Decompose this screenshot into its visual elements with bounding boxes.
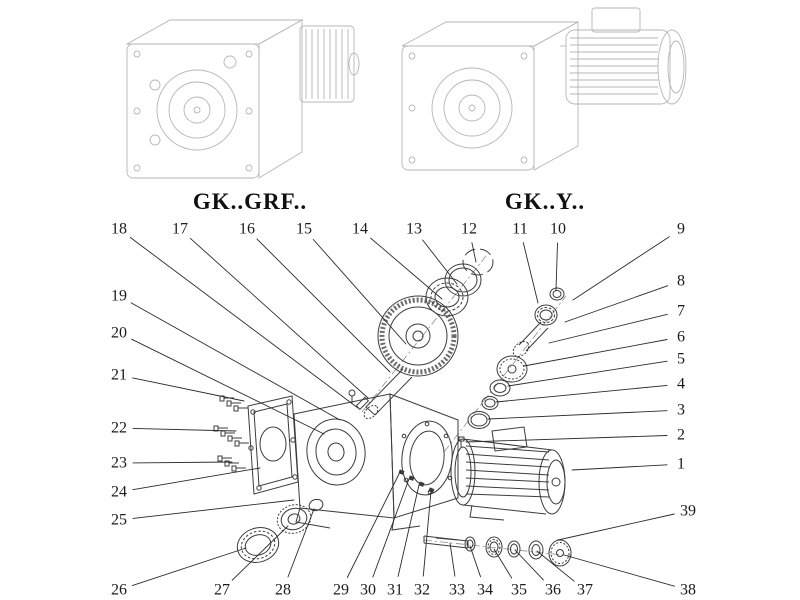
leader-line-12 [471, 242, 477, 263]
flange-fasteners [398, 469, 435, 493]
exploded-view [213, 248, 573, 567]
callout-28: 28 [275, 582, 291, 599]
leader-line-24 [132, 467, 261, 491]
leader-line-4 [495, 384, 668, 403]
output-shaft-parts [423, 535, 572, 567]
callout-4: 4 [677, 376, 685, 393]
leader-line-1 [571, 464, 668, 471]
leader-line-7 [548, 313, 668, 344]
leader-line-33 [449, 542, 456, 577]
callout-10: 10 [550, 221, 566, 238]
leader-line-30 [372, 478, 410, 578]
leader-line-9 [572, 236, 670, 301]
figure-title-grf: GK..GRF.. [192, 189, 308, 214]
callout-17: 17 [172, 221, 188, 238]
callout-18: 18 [111, 221, 127, 238]
leader-line-10 [555, 242, 558, 291]
callout-22: 22 [111, 420, 127, 437]
leader-line-8 [564, 285, 669, 323]
leader-line-2 [465, 435, 668, 443]
callout-1: 1 [677, 456, 685, 473]
figure-title-y: GK..Y.. [504, 189, 586, 214]
axis-lines [361, 255, 573, 557]
callout-25: 25 [111, 512, 127, 529]
callout-37: 37 [577, 582, 593, 599]
callout-20: 20 [111, 325, 127, 342]
callout-5: 5 [677, 351, 685, 368]
callout-6: 6 [677, 329, 685, 346]
large-gear-shaft [355, 295, 459, 420]
leader-line-38 [563, 554, 675, 587]
callout-32: 32 [414, 582, 430, 599]
leader-line-5 [507, 360, 668, 387]
input-shaft-parts [467, 287, 565, 429]
leader-line-19 [130, 302, 341, 421]
callout-16: 16 [239, 221, 255, 238]
callout-34: 34 [477, 582, 493, 599]
callout-9: 9 [677, 221, 685, 238]
callout-12: 12 [461, 221, 477, 238]
bottom-left-rings [236, 498, 324, 563]
callout-15: 15 [296, 221, 312, 238]
callout-29: 29 [333, 582, 349, 599]
gear-bearing-stack [425, 248, 494, 317]
leader-line-29 [346, 473, 400, 578]
callout-38: 38 [680, 582, 696, 599]
leader-line-3 [487, 410, 668, 420]
callout-36: 36 [545, 582, 561, 599]
callout-3: 3 [677, 402, 685, 419]
leader-line-21 [132, 377, 245, 402]
callout-27: 27 [214, 582, 230, 599]
callout-23: 23 [111, 455, 127, 472]
leader-line-36 [514, 549, 544, 581]
leader-line-37 [536, 550, 575, 582]
leader-line-11 [522, 242, 539, 304]
leader-line-27 [231, 525, 289, 581]
leader-line-32 [422, 490, 432, 577]
leader-line-15 [312, 239, 407, 345]
leader-line-18 [129, 236, 359, 409]
leader-line-39 [557, 513, 675, 541]
leader-line-23 [132, 461, 233, 464]
leader-line-28 [287, 508, 315, 578]
leader-line-17 [189, 237, 369, 399]
leader-line-22 [132, 427, 237, 432]
callout-8: 8 [677, 273, 685, 290]
callout-13: 13 [406, 221, 422, 238]
callout-19: 19 [111, 288, 127, 305]
leader-line-35 [493, 548, 513, 579]
callout-26: 26 [111, 582, 127, 599]
callout-35: 35 [511, 582, 527, 599]
leader-line-16 [256, 238, 391, 373]
callout-33: 33 [449, 582, 465, 599]
gearbox-y-figure [401, 7, 687, 171]
callout-7: 7 [677, 303, 685, 320]
callout-2: 2 [677, 427, 685, 444]
callout-39: 39 [680, 503, 696, 520]
leader-line-31 [397, 484, 420, 577]
leader-line-6 [523, 339, 668, 367]
callout-31: 31 [387, 582, 403, 599]
motor [450, 426, 566, 521]
callout-11: 11 [512, 221, 527, 238]
leader-line-26 [131, 547, 247, 587]
leader-line-20 [131, 338, 325, 435]
gearbox-grf-figure [125, 19, 360, 179]
leader-line-13 [422, 239, 458, 285]
flange-plate [247, 395, 299, 495]
leader-line-25 [132, 499, 295, 519]
callout-21: 21 [111, 367, 127, 384]
callout-30: 30 [360, 582, 376, 599]
callout-14: 14 [352, 221, 368, 238]
callout-24: 24 [111, 484, 127, 501]
leader-line-14 [370, 237, 443, 300]
mounting-bolts [213, 395, 249, 472]
leader-line-34 [469, 545, 481, 578]
housing [293, 389, 459, 531]
